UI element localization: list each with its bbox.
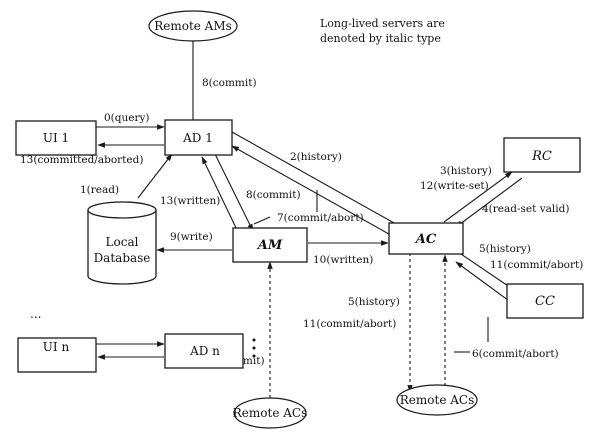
- ac-label: AC: [414, 232, 437, 247]
- edge-ac-rc-history: [443, 171, 513, 223]
- remote-ams-label: Remote AMs: [154, 19, 232, 33]
- uin-node: [17, 337, 97, 373]
- label-commit-remote-ams: 8(commit): [202, 77, 257, 89]
- rc-label: RC: [531, 149, 552, 164]
- uin-label: UI n: [43, 340, 70, 354]
- ad1-label: AD 1: [182, 131, 213, 145]
- label-write-set: 12(write-set): [420, 180, 489, 192]
- am-label: AM: [256, 238, 283, 253]
- label-history-ad-ac: 2(history): [290, 151, 342, 163]
- label-read-set-valid: 4(read-set valid): [482, 203, 569, 215]
- label-write: 9(write): [170, 231, 213, 243]
- label-commit-abort-ac-ad: 7(commit/abort): [277, 212, 364, 224]
- label-history-cc: 5(history): [479, 243, 531, 255]
- label-commit-abort-cc-in: 11(commit/abort): [490, 259, 583, 271]
- remote-acs-left-node: [233, 397, 307, 429]
- label-history-rc: 3(history): [440, 165, 492, 177]
- note-line-1: Long-lived servers are: [320, 17, 445, 30]
- ad1-node: [164, 119, 233, 156]
- local-database-label-2: Database: [94, 251, 151, 265]
- edge-rc-ac-valid: [455, 177, 523, 228]
- label-written-am-ac: 10(written): [313, 254, 373, 266]
- ellipsis-vertical: [252, 338, 256, 358]
- am-node: [232, 227, 308, 263]
- local-database-node: [87, 201, 157, 285]
- remote-acs-left-label: Remote ACs: [233, 406, 307, 420]
- adn-node: [164, 333, 244, 369]
- edge-am-ad1-written: [201, 156, 239, 233]
- edge-db-ad1-read: [137, 153, 173, 199]
- remote-acs-right-node: [396, 384, 478, 416]
- ui1-node: [15, 120, 97, 156]
- label-commit-ad-am: 8(commit): [246, 189, 301, 201]
- edge-ad1-ac-history: [231, 131, 404, 229]
- label-commit-abort-cc-out: 6(commit/abort): [472, 348, 559, 360]
- label-commit-abort-remote: 11(commit/abort): [303, 318, 396, 330]
- label-read: 1(read): [80, 184, 119, 196]
- edge-commit-abort-leader: [253, 216, 271, 225]
- local-database-label-1: Local: [106, 235, 139, 249]
- rc-node: [503, 137, 581, 173]
- edge-ac-ad1-back: [231, 145, 397, 239]
- edge-cc-ac-commit: [455, 261, 513, 304]
- label-history-remote: 5(history): [348, 296, 400, 308]
- edge-ad1-am-commit: [214, 153, 254, 232]
- remote-ams-node: [148, 10, 238, 42]
- label-written-am-ad: 13(written): [160, 195, 220, 207]
- note-line-2: denoted by italic type: [320, 32, 441, 45]
- label-committed-aborted: 13(committed/aborted): [20, 154, 143, 166]
- adn-label: AD n: [189, 344, 220, 358]
- ui1-label: UI 1: [43, 131, 69, 145]
- cc-label: CC: [535, 294, 555, 309]
- cc-node: [506, 283, 584, 319]
- ac-node: [388, 222, 464, 255]
- remote-acs-right-label: Remote ACs: [400, 393, 474, 407]
- label-query: 0(query): [104, 112, 150, 124]
- ellipsis-horizontal: ...: [30, 307, 41, 321]
